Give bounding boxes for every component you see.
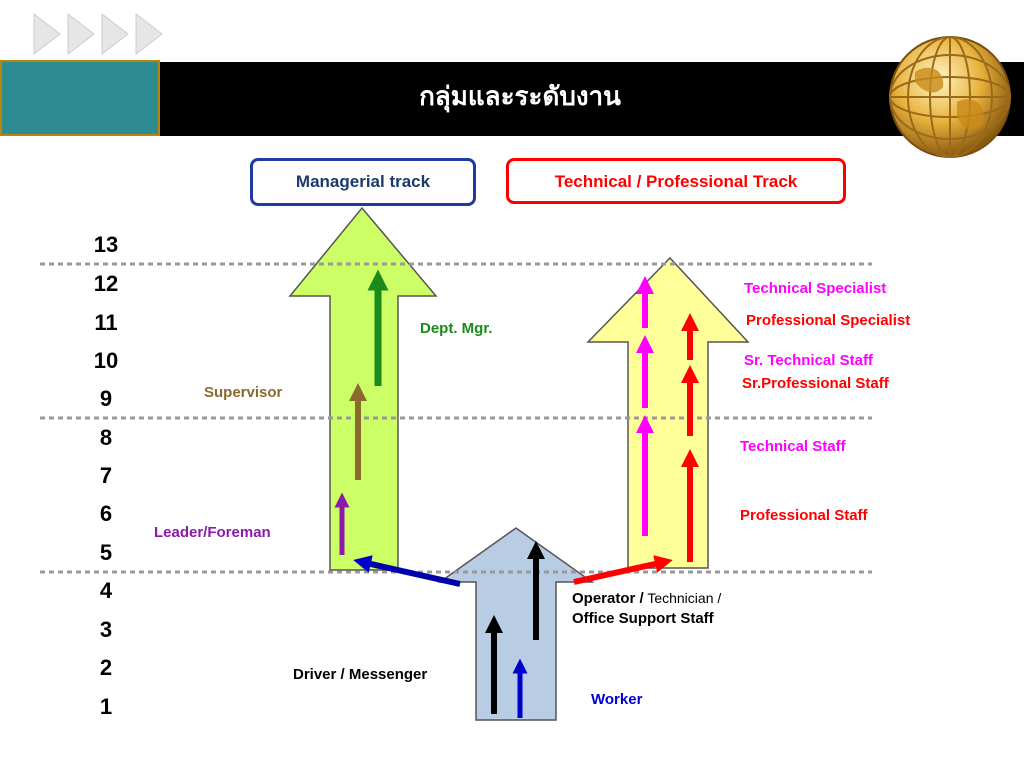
technical-staff-label: Technical Staff (740, 438, 846, 455)
level-label: 11 (94, 310, 118, 335)
title-bar (0, 62, 1024, 136)
teal-accent-box (0, 60, 160, 136)
sr-technical-staff-label: Sr. Technical Staff (744, 352, 873, 369)
technician-label: Technician / (643, 590, 722, 606)
supervisor-label: Supervisor (204, 384, 283, 401)
level-label: 9 (99, 386, 113, 411)
level-label: 2 (99, 655, 113, 680)
managerial-track-label: Managerial track (295, 172, 431, 191)
level-label: 4 (99, 578, 113, 603)
level-label: 3 (99, 617, 113, 642)
operator-label-part1: Operator / (572, 590, 644, 607)
worker-block-arrow (437, 527, 595, 721)
technical-specialist-label: Technical Specialist (744, 280, 887, 297)
level-label: 1 (99, 694, 113, 719)
level-label: 5 (99, 540, 113, 565)
managerial-block-arrow (288, 206, 438, 571)
chevron-right-icon (33, 12, 163, 56)
driver-messenger-label: Driver / Messenger (293, 666, 428, 683)
level-label: 10 (93, 348, 119, 373)
level-label: 13 (93, 232, 119, 257)
to-technical-arrow (573, 555, 673, 585)
technical-block-arrow (586, 256, 750, 569)
technical-track-box: Technical / Professional Track (506, 158, 846, 204)
level-label: 8 (99, 425, 113, 450)
technical-track-label: Technical / Professional Track (554, 172, 798, 191)
globe-icon (889, 36, 1011, 158)
professional-staff-label: Professional Staff (740, 507, 868, 524)
operator-label: Operator / Technician / (572, 590, 721, 607)
worker-label: Worker (591, 691, 643, 708)
leader-foreman-label: Leader/Foreman (154, 524, 271, 541)
page-title: กลุ่มและระดับงาน (419, 81, 621, 111)
to-managerial-arrow (353, 555, 461, 587)
level-label: 7 (99, 463, 113, 488)
sr-professional-staff-label: Sr.Professional Staff (742, 375, 889, 392)
dept-mgr-label: Dept. Mgr. (420, 320, 493, 337)
level-label: 6 (99, 501, 113, 526)
professional-specialist-label: Professional Specialist (746, 312, 911, 329)
level-label: 12 (93, 271, 119, 296)
office-support-label: Office Support Staff (572, 610, 714, 627)
managerial-track-box: Managerial track (250, 158, 476, 206)
